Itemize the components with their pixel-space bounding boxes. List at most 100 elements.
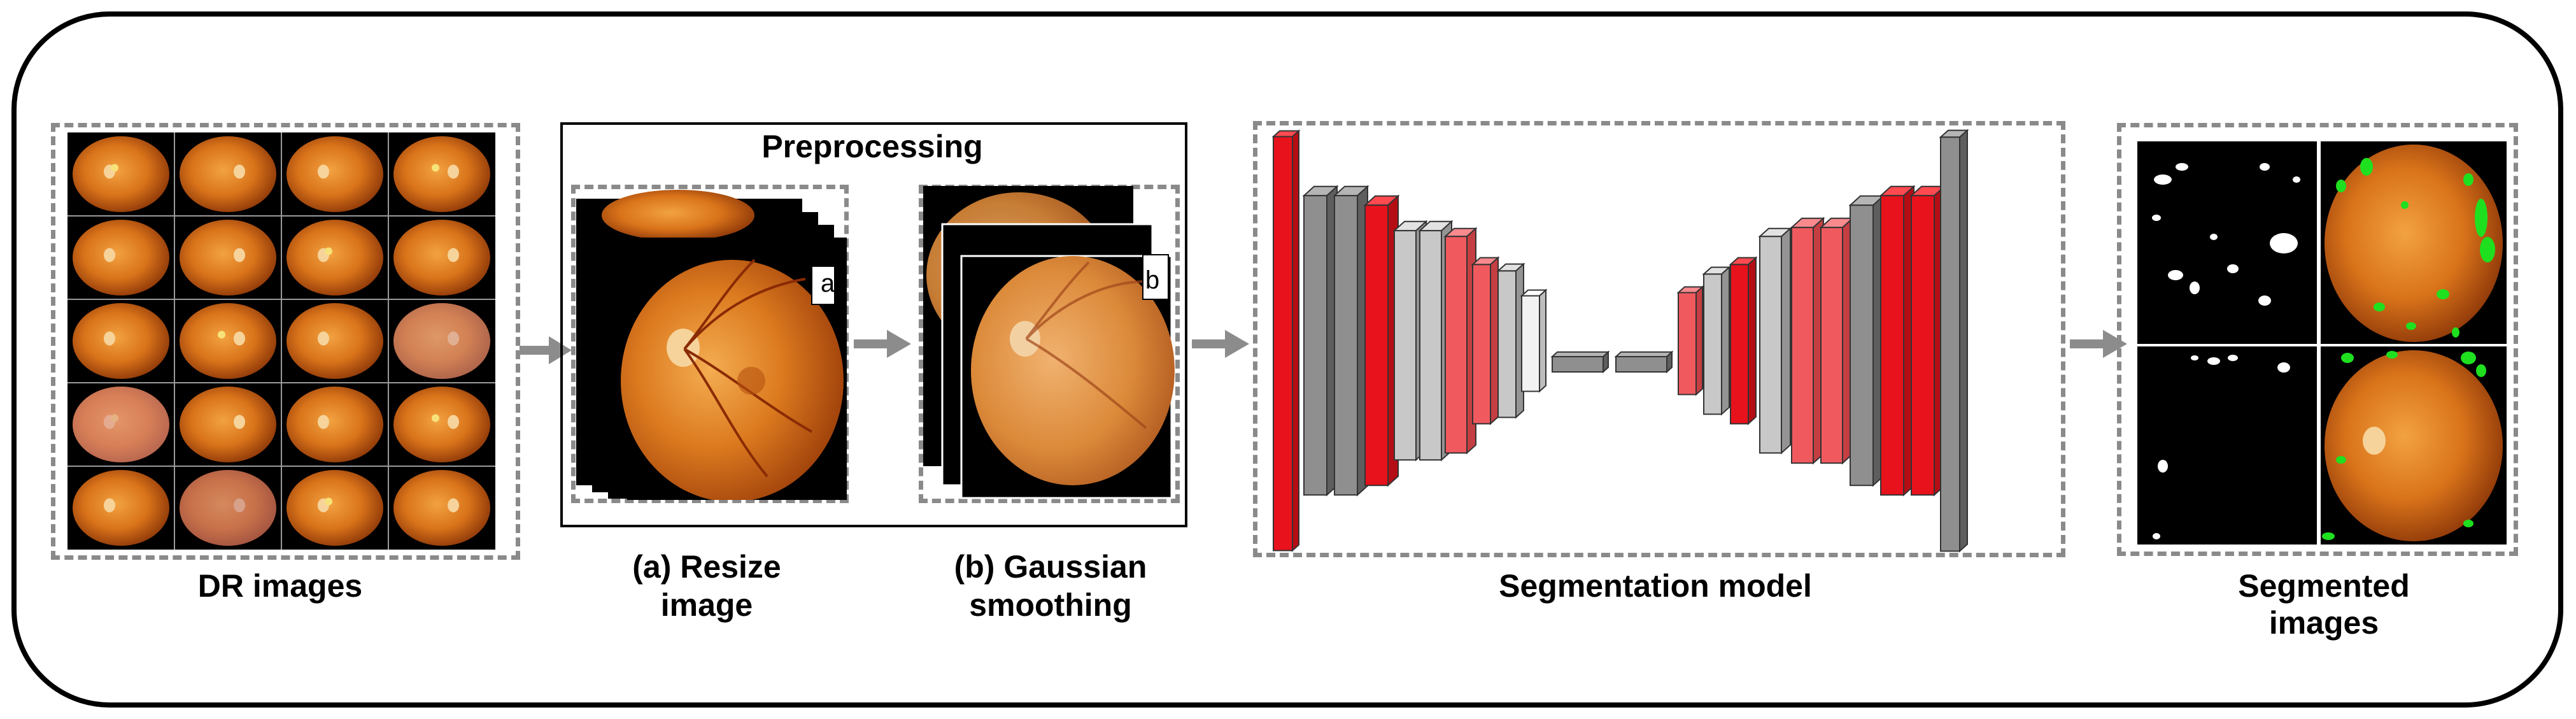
optic-disc [2363, 427, 2386, 455]
fundus-overlay-top [2325, 145, 2503, 342]
lesion-overlay [2475, 199, 2488, 237]
decoder-layer-1 [1676, 285, 1704, 396]
fundus-overlay-bottom [2325, 350, 2503, 541]
decoder-layer-3 [1729, 256, 1758, 425]
lesion-overlay [2386, 351, 2398, 359]
lesion-blob [2207, 357, 2220, 365]
encoder-layer-7 [1443, 227, 1478, 455]
encoder-layer-10 [1520, 288, 1548, 393]
segmented-label-1: Segmented [2238, 568, 2410, 604]
lesion-blob [2277, 362, 2290, 373]
dr-fundus-thumbnail [180, 387, 276, 462]
dr-images-grid [67, 132, 495, 550]
dr-fundus-thumbnail [393, 136, 490, 212]
lesion-blob [2258, 295, 2271, 306]
dr-fundus-thumbnail [287, 220, 383, 295]
resize-image-stack [576, 190, 847, 500]
decoder-layer-9 [1909, 185, 1946, 497]
dr-fundus-thumbnail [73, 220, 169, 295]
dr-fundus-thumbnail [287, 303, 383, 379]
lesion-overlay [2406, 322, 2416, 330]
decoder-layer-10 [1939, 129, 1969, 553]
lesion-blob [2228, 355, 2238, 361]
decoder-layer-5 [1790, 217, 1825, 465]
lesion-blob [2190, 281, 2200, 294]
preprocessing-title: Preprocessing [761, 129, 983, 164]
dr-fundus-thumbnail [393, 470, 490, 546]
dr-images-box [51, 123, 520, 560]
segmented-label-2: images [2268, 605, 2379, 641]
segmented-images [2137, 141, 2507, 545]
lesion-overlay [2336, 180, 2346, 192]
dr-fundus-thumbnail [287, 387, 383, 462]
lesion-blob [2227, 264, 2239, 273]
lesion-overlay [2322, 532, 2335, 540]
lesion-overlay [2437, 289, 2449, 299]
lesion-overlay [2476, 364, 2486, 377]
lesion-blob [2191, 355, 2198, 360]
decoder-layer-7 [1848, 194, 1885, 487]
arrow-3 [1192, 330, 1249, 358]
encoder-layer-1 [1271, 129, 1301, 552]
resize-label-1: (a) Resize [632, 549, 781, 585]
encoder-layer-3 [1333, 185, 1369, 497]
segmentation-box [1253, 121, 2065, 557]
preprocessing-box [560, 122, 1187, 527]
dr-fundus-thumbnail [180, 136, 276, 212]
lesion-blob [2260, 163, 2270, 171]
dr-fundus-thumbnail [73, 470, 169, 546]
encoder-layer-2 [1302, 185, 1339, 497]
gaussian-label-1: (b) Gaussian [954, 549, 1147, 585]
segmented-box [2117, 123, 2518, 556]
decoder-layer-8 [1879, 185, 1916, 497]
lesion-blob [2176, 163, 2188, 171]
lesion-blob [2168, 270, 2183, 280]
lesion-overlay [2461, 352, 2476, 364]
lesion-overlay [2463, 173, 2473, 186]
encoder-layer-8 [1471, 256, 1500, 425]
lesion-blob [2153, 533, 2160, 539]
bottleneck-block-1 [1550, 350, 1610, 374]
mask-image-bottom [2137, 346, 2318, 545]
lesion-overlay [2336, 456, 2346, 464]
lesion-blob [2154, 174, 2172, 185]
segmentation-network [1271, 129, 1969, 553]
resize-label-2: image [660, 587, 753, 623]
dr-images-label: DR images [197, 568, 363, 604]
lesion-overlay [2401, 201, 2409, 209]
lesion-blob [2293, 176, 2300, 183]
decoder-layer-2 [1702, 266, 1731, 416]
lesion-overlay [2463, 520, 2473, 527]
lesion-blob [2270, 233, 2298, 253]
dr-fundus-thumbnail [180, 470, 276, 546]
dr-fundus-thumbnail [180, 303, 276, 379]
lesion-overlay [2341, 353, 2354, 363]
dr-fundus-thumbnail [287, 470, 383, 546]
lesion-overlay [2360, 158, 2373, 176]
lesion-blob [2158, 460, 2168, 473]
decoder-layer-4 [1758, 227, 1792, 455]
lesion-blob [2210, 234, 2218, 240]
bottleneck-block-2 [1614, 350, 1674, 374]
dr-fundus-thumbnail [393, 220, 490, 295]
gaussian-label-2: smoothing [969, 587, 1132, 623]
gaussian-image-stack [923, 186, 1175, 499]
segmentation-label: Segmentation model [1499, 568, 1812, 604]
dr-fundus-thumbnail [180, 220, 276, 295]
dr-fundus-thumbnail [73, 136, 169, 212]
decoder-layer-6 [1819, 217, 1855, 465]
lesion-overlay [2480, 237, 2495, 262]
encoder-layer-9 [1496, 262, 1525, 419]
lesion-blob [2152, 215, 2161, 221]
dr-fundus-thumbnail [73, 303, 169, 379]
lesion-overlay [2374, 303, 2385, 311]
dr-fundus-thumbnail [393, 387, 490, 462]
resize-tag: a [820, 269, 835, 297]
lesion-overlay [2452, 327, 2459, 338]
dr-fundus-thumbnail [393, 303, 490, 379]
dr-fundus-thumbnail [287, 136, 383, 212]
arrow-4 [2070, 330, 2127, 358]
arrow-2 [854, 330, 911, 358]
gaussian-tag: b [1145, 266, 1160, 294]
